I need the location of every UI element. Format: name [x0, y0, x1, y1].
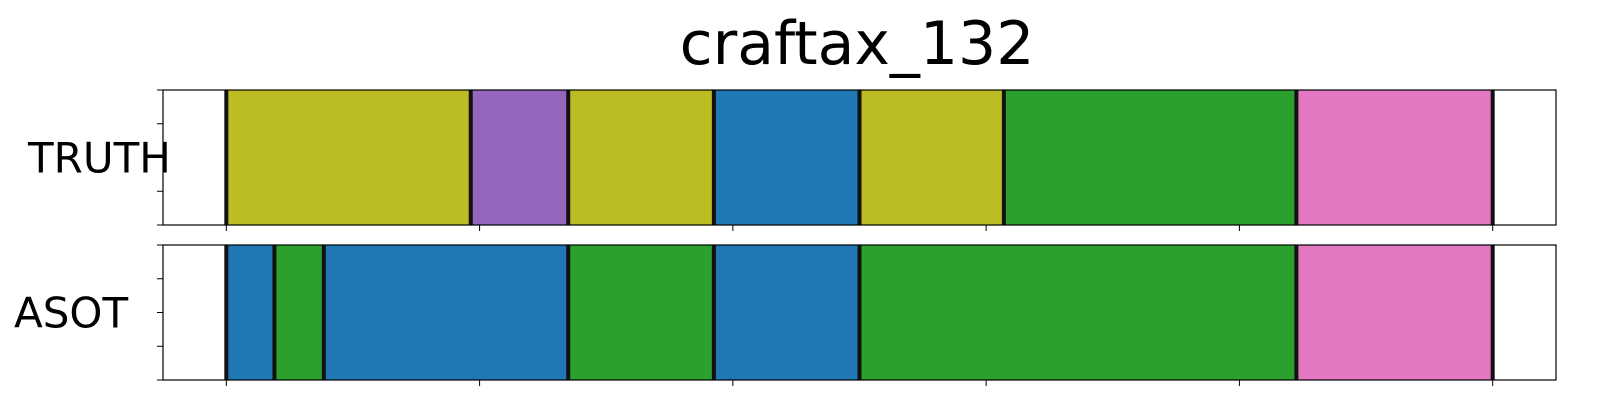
row-truth: TRUTH — [27, 89, 1557, 231]
rows-group: TRUTH ASOT — [14, 89, 1557, 386]
segment-bar — [1296, 90, 1493, 225]
segment-bar — [859, 90, 1004, 225]
segment-bar — [568, 245, 714, 380]
segment-bar — [713, 90, 860, 225]
segment-bar — [274, 245, 324, 380]
row-label: TRUTH — [27, 134, 171, 183]
chart-title: craftax_132 — [680, 9, 1035, 79]
segment-bar — [859, 245, 1297, 380]
segment-bar — [713, 245, 860, 380]
row-asot: ASOT — [14, 244, 1557, 386]
segment-bar — [568, 90, 714, 225]
segment-bar — [226, 245, 275, 380]
segment-bar — [1003, 90, 1297, 225]
segment-bar — [323, 245, 569, 380]
segment-bar — [1296, 245, 1493, 380]
segment-bar — [226, 90, 471, 225]
row-label: ASOT — [14, 289, 128, 338]
segment-bar — [470, 90, 569, 225]
